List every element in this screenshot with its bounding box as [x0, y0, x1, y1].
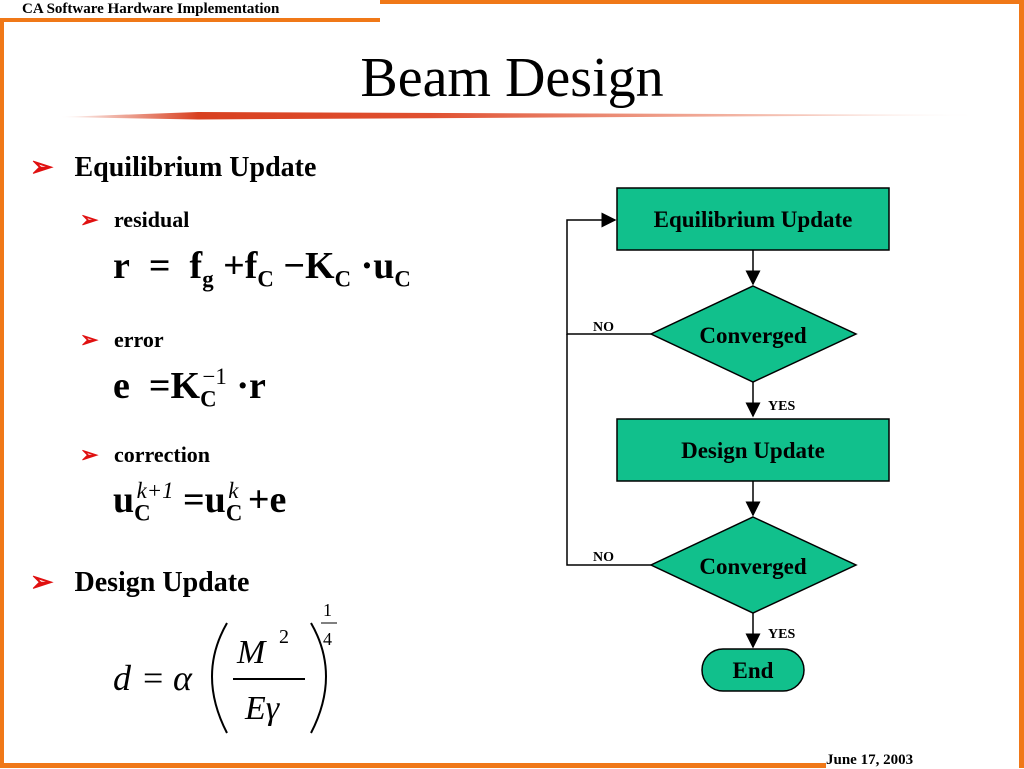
- eq-d: d: [113, 658, 132, 698]
- eq-exp-num: 1: [323, 600, 332, 620]
- frame-bottom-border: [0, 763, 826, 768]
- flow-decision-1-label: Converged: [699, 323, 807, 348]
- frame-top-border: [380, 0, 1024, 4]
- bullet-correction-label: correction: [113, 442, 211, 467]
- flow-box-design: [616, 418, 890, 482]
- flow-end-label: End: [733, 658, 774, 683]
- bullet-equilibrium-label: Equilibrium Update: [74, 152, 317, 183]
- flow-box-equilibrium: [616, 187, 890, 251]
- bullet-error: ➢ error: [80, 327, 164, 353]
- flow-no-label-1: NO: [593, 320, 614, 335]
- bullet-design-label: Design Update: [74, 567, 250, 598]
- flow-no-label-2: NO: [593, 550, 614, 565]
- flow-no-loop-1: [566, 212, 651, 335]
- flow-decision-2-label: Converged: [699, 554, 807, 579]
- eq-Egamma: Eγ: [244, 690, 281, 727]
- equation-residual: r = fg +fC −KC ·uC: [113, 245, 411, 292]
- bullet-arrow-icon: ➢: [80, 442, 99, 467]
- eq-M: M: [236, 634, 267, 671]
- flow-box-design-label: Design Update: [681, 438, 825, 463]
- bullet-equilibrium: ➢ Equilibrium Update: [30, 150, 316, 184]
- frame-left-border: [0, 18, 4, 768]
- left-paren: [211, 622, 228, 734]
- bullet-arrow-icon: ➢: [80, 327, 99, 352]
- flow-end-terminal: [701, 648, 805, 692]
- eq-exp-den: 4: [323, 629, 332, 649]
- bullet-correction: ➢ correction: [80, 442, 210, 468]
- eq-equals: =: [143, 658, 163, 698]
- equation-error: e =KC−1 ·r: [113, 364, 266, 412]
- equation-design: d = α M 2 Eγ 1 4: [113, 600, 337, 734]
- bullet-design: ➢ Design Update: [30, 565, 249, 599]
- eq-exp-2: 2: [279, 626, 289, 648]
- eq-alpha: α: [173, 658, 193, 698]
- bullet-residual-label: residual: [113, 207, 190, 232]
- footer-date: June 17, 2003: [826, 752, 914, 768]
- bullet-arrow-icon: ➢: [30, 567, 54, 598]
- title-underline: [60, 112, 980, 120]
- frame-top-left-border: [0, 18, 380, 22]
- header-label: CA Software Hardware Implementation: [22, 1, 280, 17]
- flow-yes-label-1: YES: [768, 399, 795, 414]
- flow-no-loop-2: [566, 334, 651, 566]
- flowchart: Equilibrium Update Converged NO YES Desi…: [566, 187, 890, 692]
- bullet-residual: ➢ residual: [80, 207, 189, 233]
- frame-right-border: [1019, 0, 1024, 768]
- bullet-error-label: error: [113, 327, 164, 352]
- bullet-arrow-icon: ➢: [30, 152, 54, 183]
- right-paren: [310, 622, 327, 734]
- flow-box-equilibrium-label: Equilibrium Update: [654, 207, 853, 232]
- slide-title: Beam Design: [360, 47, 664, 109]
- bullet-arrow-icon: ➢: [80, 207, 99, 232]
- equation-correction: uCk+1 =uCk +e: [113, 478, 287, 526]
- flow-yes-label-2: YES: [768, 627, 795, 642]
